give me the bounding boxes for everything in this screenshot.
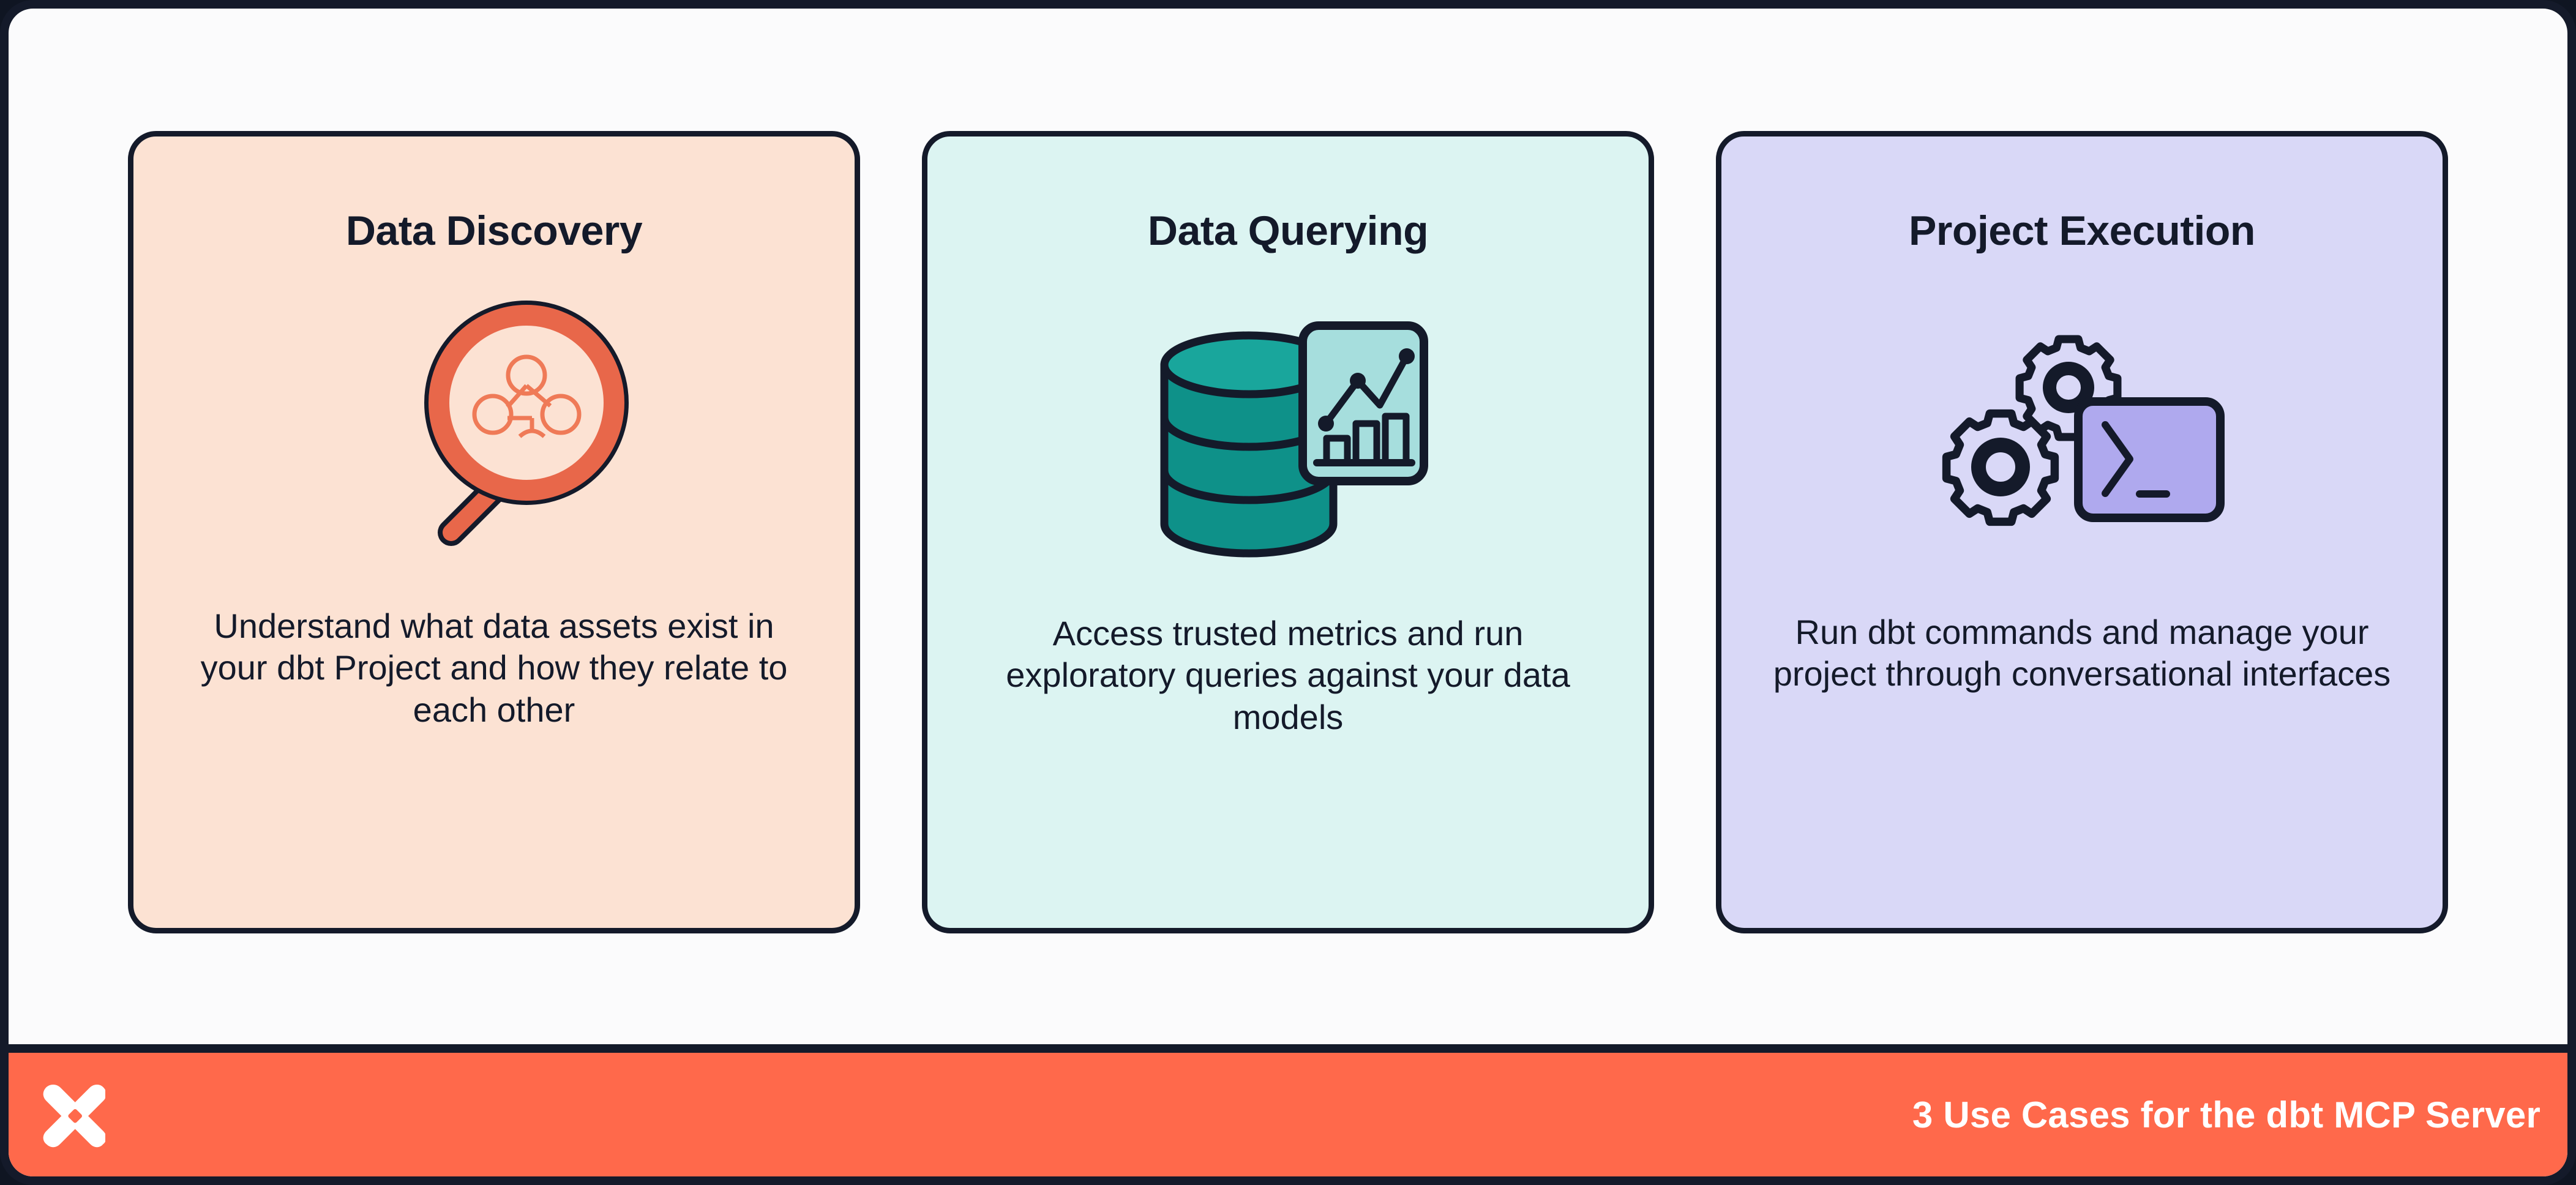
magnifier-graph-icon	[162, 278, 826, 591]
card-title: Data Discovery	[345, 207, 643, 254]
database-chart-icon	[956, 287, 1620, 599]
footer-caption: 3 Use Cases for the dbt MCP Server	[1912, 1094, 2540, 1135]
footer-bar: 3 Use Cases for the dbt MCP Server	[9, 1044, 2567, 1176]
card-project-execution[interactable]: Project Execution	[1716, 130, 2448, 933]
use-case-card-row: Data Discovery	[9, 9, 2567, 1053]
card-description: Understand what data assets exist in you…	[200, 606, 788, 730]
gears-terminal-icon	[1750, 287, 2414, 599]
dbt-logo-mark[interactable]	[37, 1080, 105, 1149]
card-title: Data Querying	[1147, 207, 1429, 254]
card-data-querying[interactable]: Data Querying	[922, 130, 1654, 933]
card-title: Project Execution	[1909, 207, 2255, 254]
card-data-discovery[interactable]: Data Discovery	[128, 130, 860, 933]
card-description: Run dbt commands and manage your project…	[1773, 612, 2391, 693]
card-description: Access trusted metrics and run explorato…	[1006, 613, 1570, 737]
